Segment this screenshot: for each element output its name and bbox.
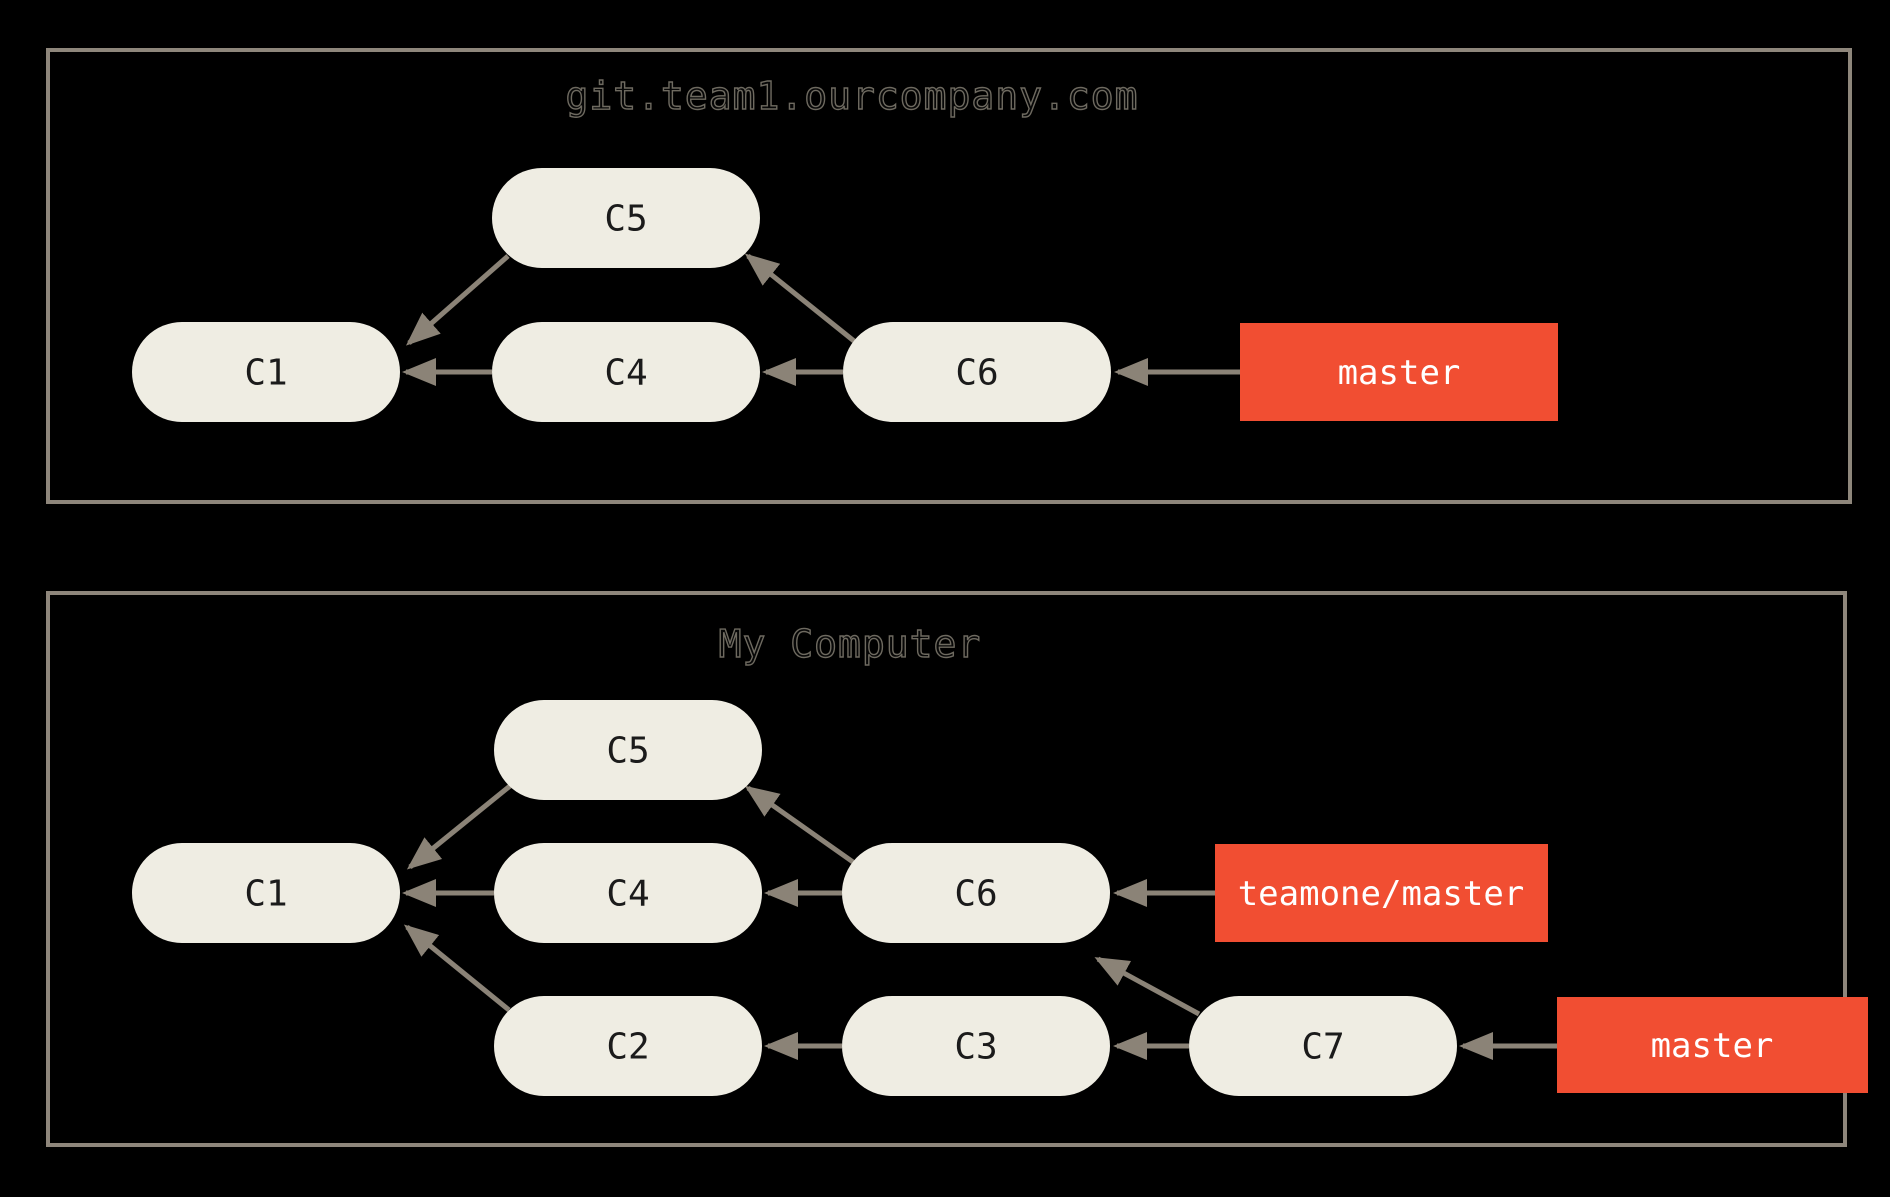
commit-node-c6-local-shape bbox=[842, 843, 1110, 943]
commit-node-c1: C1 bbox=[132, 322, 400, 422]
commit-node-c7: C7 bbox=[1189, 996, 1457, 1096]
commit-node-c2: C2 bbox=[494, 996, 762, 1096]
panel-remote-arrows bbox=[402, 253, 1240, 386]
commit-node-c2-shape bbox=[494, 996, 762, 1096]
branch-label-teamone-master-box bbox=[1215, 844, 1548, 942]
arrow-c2-to-c1 bbox=[403, 924, 511, 1012]
commit-node-c5-local-shape bbox=[494, 700, 762, 800]
commit-node-c7-shape bbox=[1189, 996, 1457, 1096]
commit-node-c5-local-label: C5 bbox=[606, 731, 649, 772]
commit-node-c7-label: C7 bbox=[1301, 1027, 1344, 1068]
commit-node-c1-local-label: C1 bbox=[244, 874, 287, 915]
branch-label-master-remote-box bbox=[1240, 323, 1558, 421]
commit-node-c1-label: C1 bbox=[244, 353, 287, 394]
branch-label-teamone-master-text: teamone/master bbox=[1238, 874, 1525, 914]
commit-node-c5-shape bbox=[492, 168, 760, 268]
branch-label-master-remote: master bbox=[1240, 323, 1558, 421]
commit-node-c5: C5 bbox=[492, 168, 760, 268]
commit-node-c4-label: C4 bbox=[604, 353, 647, 394]
arrow-c5-to-c1 bbox=[405, 254, 510, 346]
arrow-c6-to-c5-local bbox=[744, 785, 855, 865]
commit-node-c6-local: C6 bbox=[842, 843, 1110, 943]
commit-node-c2-label: C2 bbox=[606, 1027, 649, 1068]
panel-my-computer-title: My Computer bbox=[719, 622, 982, 666]
commit-node-c3-shape bbox=[842, 996, 1110, 1096]
commit-node-c6: C6 bbox=[843, 322, 1111, 422]
commit-node-c6-label: C6 bbox=[955, 353, 998, 394]
commit-node-c4-shape bbox=[492, 322, 760, 422]
panel-my-computer: My Computer C5 C1 bbox=[46, 591, 1868, 1147]
branch-label-master-remote-text: master bbox=[1338, 353, 1461, 393]
branch-label-master-local-box bbox=[1557, 997, 1868, 1093]
panel-my-computer-border bbox=[46, 591, 1847, 1147]
arrow-c7-to-c6 bbox=[1094, 956, 1201, 1017]
commit-node-c4-local-shape bbox=[494, 843, 762, 943]
panel-my-computer-arrows bbox=[402, 784, 1557, 1060]
panel-remote-border bbox=[46, 48, 1852, 504]
arrow-c6-to-c5 bbox=[744, 253, 856, 343]
commit-node-c6-shape bbox=[843, 322, 1111, 422]
commit-node-c4-local-label: C4 bbox=[606, 874, 649, 915]
commit-node-c5-label: C5 bbox=[604, 199, 647, 240]
commit-node-c5-local: C5 bbox=[494, 700, 762, 800]
commit-node-c1-shape bbox=[132, 322, 400, 422]
commit-node-c4: C4 bbox=[492, 322, 760, 422]
panel-remote-title: git.team1.ourcompany.com bbox=[565, 74, 1138, 118]
commit-node-c3: C3 bbox=[842, 996, 1110, 1096]
branch-label-master-local-text: master bbox=[1651, 1026, 1774, 1066]
branch-label-master-local: master bbox=[1557, 997, 1868, 1093]
commit-node-c4-local: C4 bbox=[494, 843, 762, 943]
commit-node-c1-local: C1 bbox=[132, 843, 400, 943]
panel-remote-server: git.team1.ourcompany.com C5 C1 C4 bbox=[46, 48, 1852, 504]
branch-label-teamone-master: teamone/master bbox=[1215, 844, 1548, 942]
commit-node-c6-local-label: C6 bbox=[954, 874, 997, 915]
commit-node-c3-label: C3 bbox=[954, 1027, 997, 1068]
arrow-c5-to-c1-local bbox=[406, 784, 512, 870]
commit-node-c1-local-shape bbox=[132, 843, 400, 943]
